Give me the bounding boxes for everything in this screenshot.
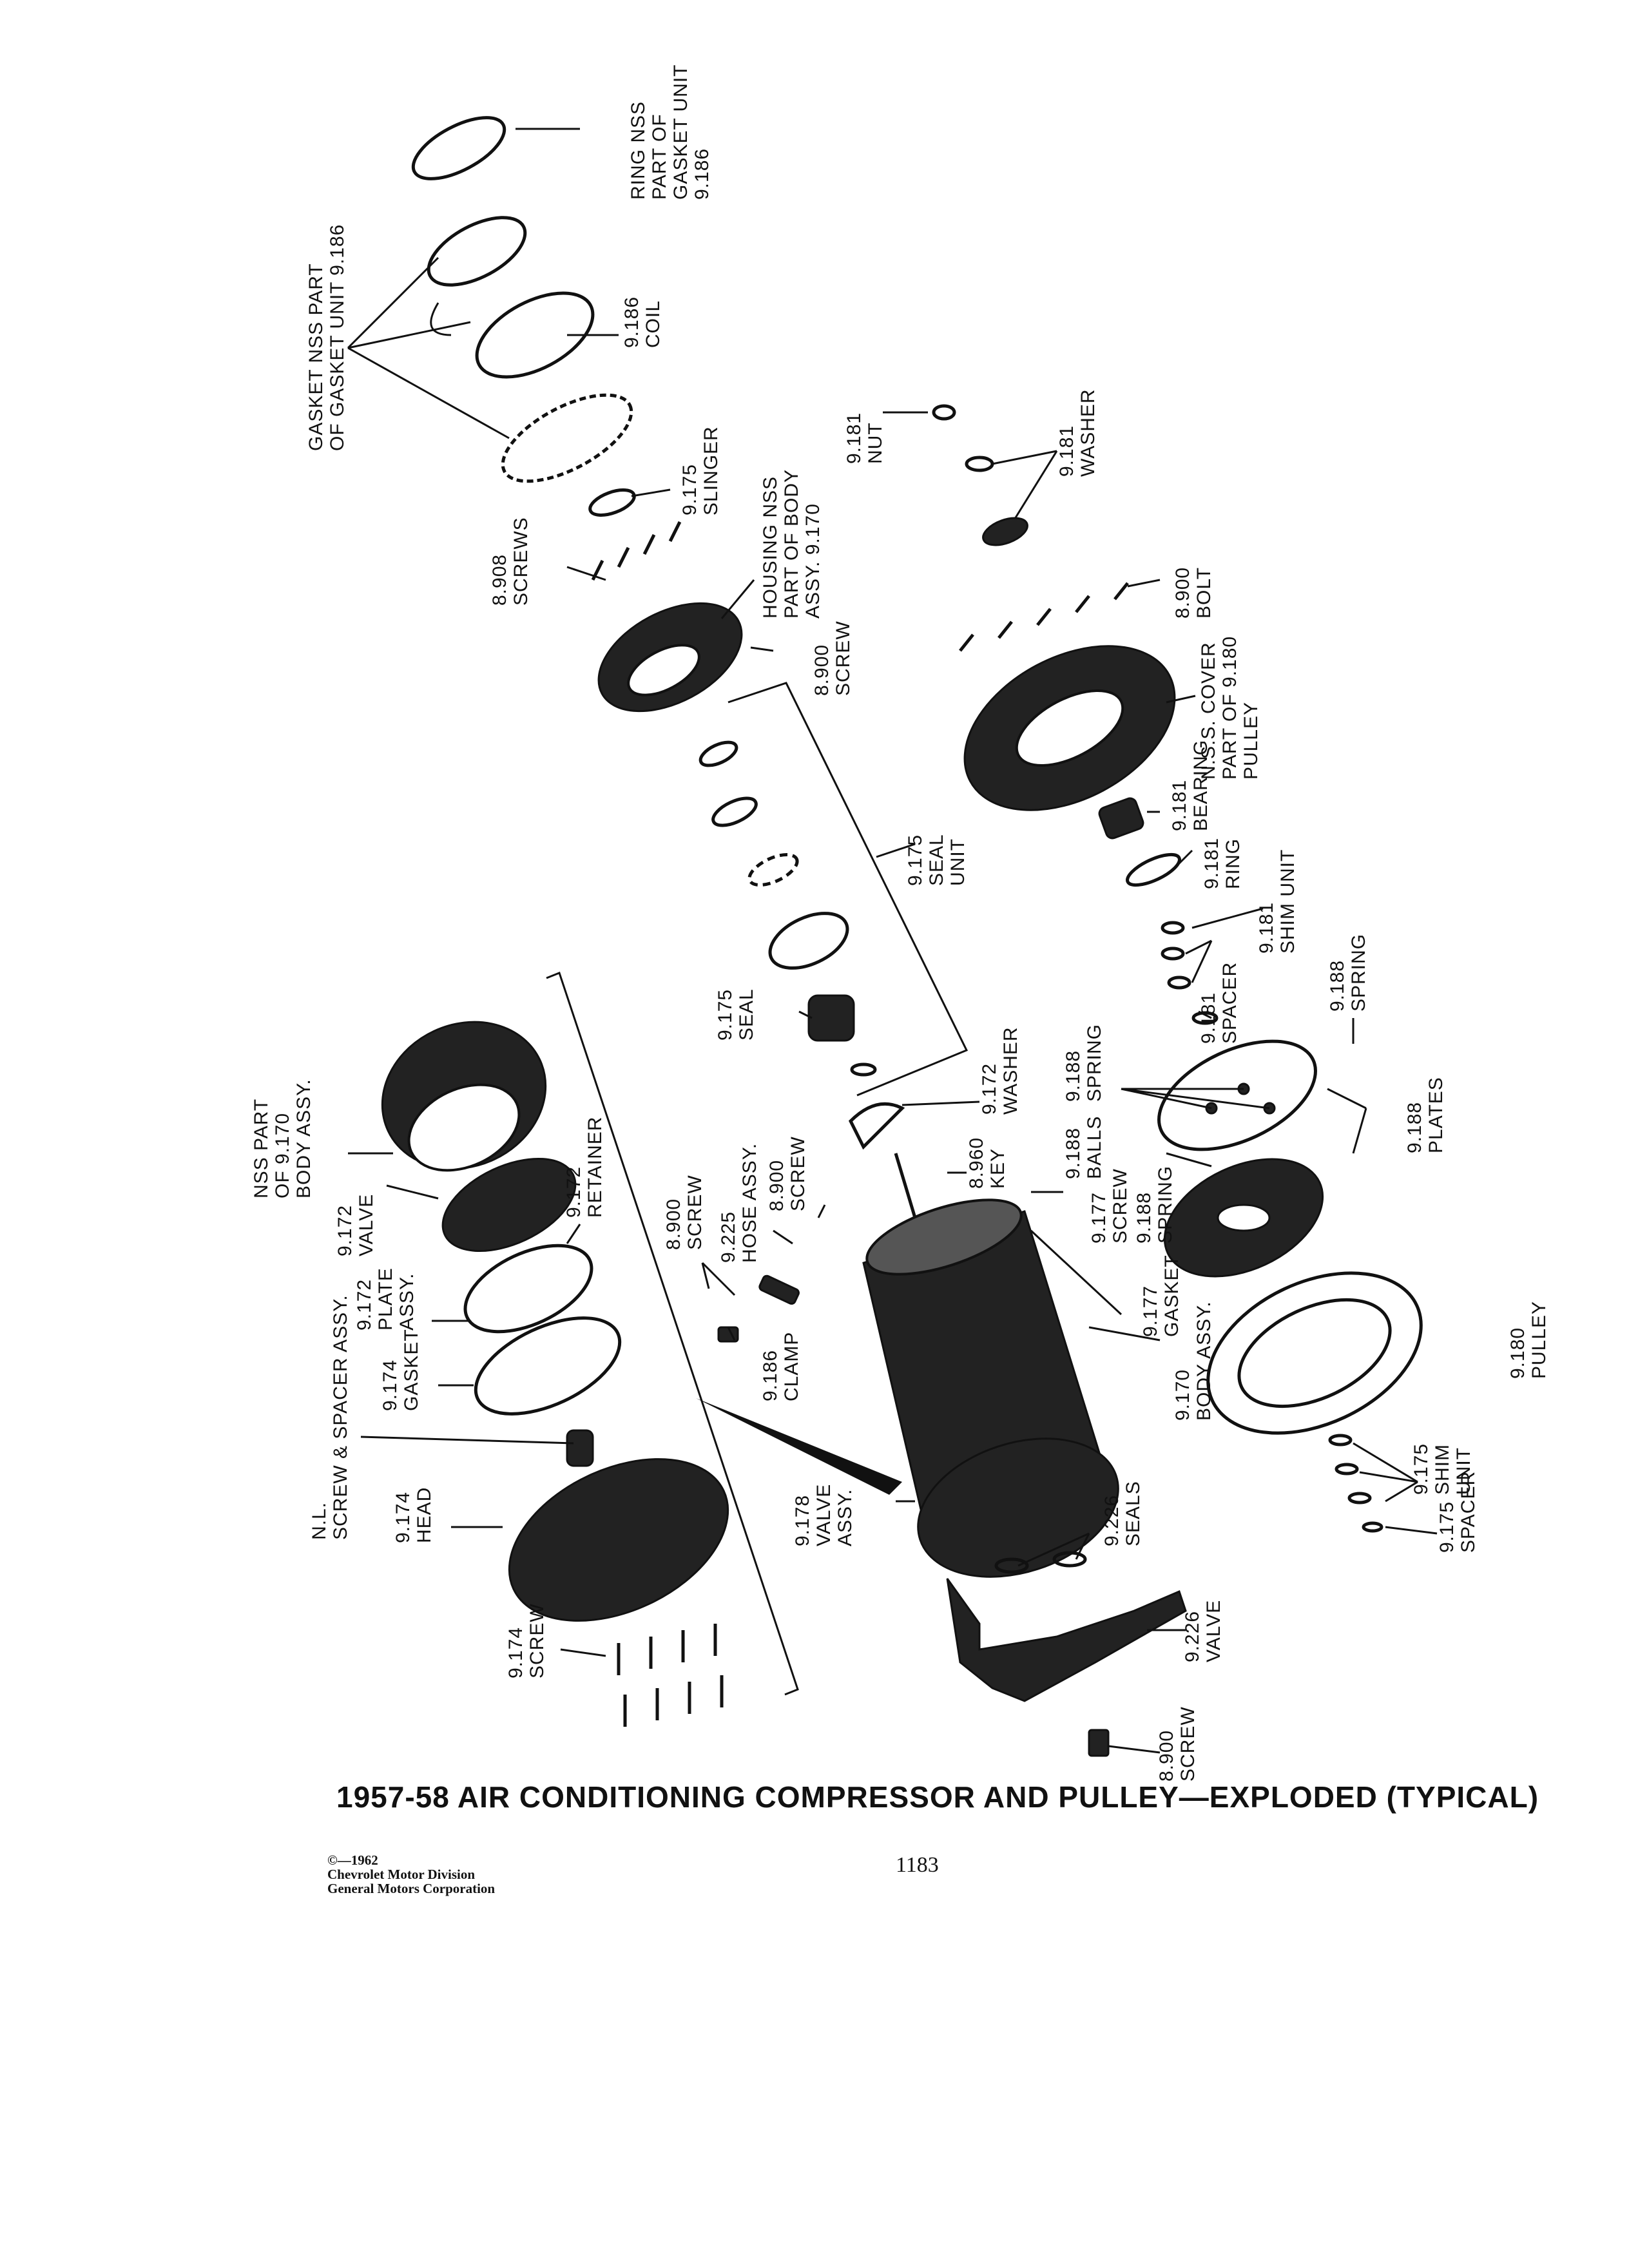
label-spacer-9181: 9.181SPACER	[1198, 962, 1240, 1044]
label-spring-9188-left: 9.188SPRING	[1133, 1166, 1176, 1244]
hose-clamp-part	[717, 1274, 800, 1343]
label-nss-body: NSS PARTOF 9.170BODY ASSY.	[251, 1079, 314, 1198]
label-seal-unit: 9.175SEALUNIT	[905, 834, 969, 886]
copyright-corporation: General Motors Corporation	[327, 1881, 496, 1896]
head-part	[508, 1458, 729, 1622]
label-housing: HOUSING NSSPART OF BODYASSY. 9.170	[760, 469, 824, 619]
screw-part-8900-bottom	[1088, 1729, 1110, 1757]
label-retainer: 9.172RETAINER	[563, 1117, 606, 1218]
label-ring-nss: RING NSSPART OFGASKET UNIT9.186	[628, 64, 713, 200]
label-hose: 9.225HOSE ASSY.	[718, 1143, 760, 1263]
washer-part-9172	[848, 1102, 905, 1150]
screws-part-9174	[617, 1624, 724, 1727]
housing-part	[597, 602, 743, 713]
copyright-notice: ©—1962 Chevrolet Motor Division General …	[327, 1853, 495, 1896]
label-screws-8908: 8.908SCREWS	[489, 517, 532, 606]
label-washer-9181: 9.181WASHER	[1056, 389, 1099, 477]
label-plates: 9.188PLATES	[1404, 1077, 1447, 1153]
copyright-year: ©—1962	[327, 1852, 378, 1868]
gasket-part-ring	[501, 393, 633, 483]
screws-part-8908	[591, 521, 682, 581]
bracket-seal-unit	[728, 682, 969, 1097]
label-spring-9188-right: 9.188SPRING	[1327, 934, 1369, 1012]
label-clamp: 9.186CLAMP	[760, 1332, 802, 1401]
plate-assy-part	[463, 1244, 593, 1334]
label-pulley: 9.180PULLEY	[1507, 1301, 1550, 1379]
label-screw-8900-top: 8.900SCREW	[811, 620, 854, 696]
part-labels: RING NSSPART OFGASKET UNIT9.186 GASKET N…	[251, 64, 1550, 1782]
ring-part	[411, 116, 506, 180]
valve-part-9226	[946, 1578, 1187, 1702]
label-spacer-9175: 9.175SPACER	[1436, 1471, 1479, 1553]
label-gasket-nss: GASKET NSS PARTOF GASKET UNIT 9.186	[305, 224, 348, 451]
label-washer-9172: 9.172WASHER	[979, 1026, 1021, 1115]
label-shim-unit-9181: 9.181SHIM UNIT	[1256, 849, 1298, 954]
label-gasket-9174: 9.174GASKET	[380, 1329, 422, 1411]
label-valve-9226: 9.226VALVE	[1182, 1600, 1224, 1662]
plates-balls-part	[1157, 1039, 1324, 1278]
cover-part	[963, 645, 1176, 811]
seals-part-9226	[994, 1551, 1087, 1574]
label-screw-9177: 9.177SCREW	[1088, 1168, 1131, 1244]
gasket-part-top	[427, 216, 527, 287]
label-head: 9.174HEAD	[392, 1487, 435, 1543]
gasket-part-9174	[474, 1316, 622, 1416]
copyright-division: Chevrolet Motor Division	[327, 1867, 476, 1882]
bearing-part	[1098, 797, 1144, 840]
label-valve-9172: 9.172VALVE	[334, 1194, 377, 1256]
nut-washer-part	[932, 404, 1028, 546]
label-body-assy: 9.170BODY ASSY.	[1172, 1301, 1215, 1421]
label-bearing: 9.181BEARING	[1169, 740, 1211, 831]
label-coil: 9.186COIL	[621, 296, 664, 348]
pulley-part	[1206, 1271, 1423, 1435]
label-screw-spacer: N.L.SCREW & SPACER ASSY.	[309, 1294, 351, 1540]
shim-spacer-parts	[1161, 921, 1219, 1025]
label-nut-9181: 9.181NUT	[843, 412, 886, 464]
label-shim-unit-9175: 9.175SHIMUNIT	[1411, 1443, 1474, 1495]
leader-lines	[347, 128, 1438, 1754]
label-cover: N.S.S. COVERPART OF 9.180PULLEY	[1198, 636, 1262, 780]
slinger-part	[588, 488, 636, 517]
label-gasket-9177: 9.177GASKET	[1140, 1254, 1182, 1337]
label-spring-9188-mid: 9.188SPRING	[1063, 1024, 1105, 1102]
label-screw-8900-bottom: 8.900SCREW	[1156, 1706, 1199, 1782]
label-bolt: 8.900BOLT	[1172, 567, 1215, 619]
label-seal-9175: 9.175SEAL	[715, 988, 757, 1041]
shim-unit-parts-9175	[1328, 1434, 1383, 1533]
label-seals-9226: 9.226SEALS	[1101, 1481, 1144, 1546]
nss-body-part	[381, 1021, 547, 1172]
label-key: 8.960KEY	[966, 1137, 1008, 1189]
seal-unit-parts	[699, 740, 877, 1077]
label-valve-9178: 9.178VALVEASSY.	[792, 1484, 856, 1546]
figure-caption: 1957-58 AIR CONDITIONING COMPRESSOR AND …	[336, 1780, 1539, 1814]
valve-part-9172	[441, 1157, 577, 1253]
label-ring-9181: 9.181RING	[1201, 838, 1244, 889]
page-number: 1183	[896, 1853, 939, 1877]
label-screw-8900-b: 8.900SCREW	[766, 1136, 809, 1211]
label-balls: 9.188BALLS	[1063, 1116, 1105, 1179]
label-screw-8900-a: 8.900SCREW	[663, 1175, 706, 1250]
ring-part-9181	[1126, 852, 1181, 887]
screw-spacer-part	[566, 1429, 594, 1467]
bolts-part-8900	[959, 582, 1129, 652]
connector-wedge	[696, 1398, 902, 1495]
label-slinger: 9.175SLINGER	[679, 426, 722, 515]
label-plate-assy: 9.172PLATEASSY.	[354, 1267, 418, 1331]
label-screw-9174: 9.174SCREW	[505, 1603, 548, 1678]
coil-part	[430, 291, 595, 379]
bracket-head-assembly	[546, 972, 799, 1696]
